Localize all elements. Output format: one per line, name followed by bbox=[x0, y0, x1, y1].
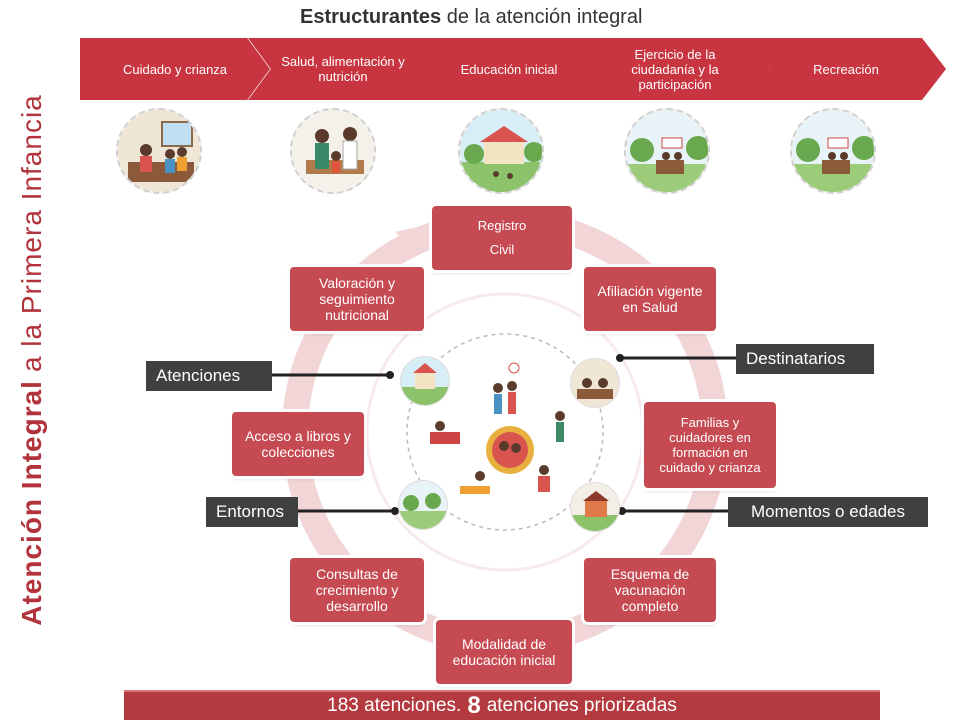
chevron-recreacion: Recreación bbox=[746, 38, 946, 100]
valoracion-label: Valoración y seguimiento nutricional bbox=[318, 275, 395, 323]
label-atenciones-text: Atenciones bbox=[156, 366, 241, 385]
acceso-label: Acceso a libros y colecciones bbox=[245, 428, 351, 460]
chevron-ciudadania: Ejercicio de la ciudadanía y la particip… bbox=[580, 38, 770, 100]
chevron-label: Cuidado y crianza bbox=[122, 61, 228, 77]
inner-illustration-entornos bbox=[398, 480, 448, 530]
illustration-educacion bbox=[458, 108, 544, 194]
label-momentos: Momentos o edades bbox=[728, 497, 928, 527]
label-destinatarios-text: Destinatarios bbox=[746, 349, 846, 368]
chevron-label: Salud, alimentación y nutrición bbox=[281, 54, 405, 84]
illustration-ciudadania bbox=[624, 108, 710, 194]
registro-line2: Civil bbox=[489, 242, 515, 257]
inner-illustration-momentos bbox=[570, 482, 620, 532]
chevron-educacion: Educación inicial bbox=[414, 38, 604, 100]
modalidad-label: Modalidad de educación inicial bbox=[452, 636, 556, 668]
top-title: Estructurantes de la atención integral bbox=[300, 6, 760, 29]
atencion-esquema: Esquema de vacunación completo bbox=[584, 558, 716, 622]
summary-part1: 183 atenciones. bbox=[327, 695, 462, 716]
atencion-familias: Familias y cuidadores en formación en cu… bbox=[644, 402, 776, 488]
label-entornos: Entornos bbox=[206, 497, 298, 527]
atencion-valoracion: Valoración y seguimiento nutricional bbox=[290, 267, 424, 331]
atencion-consultas: Consultas de crecimiento y desarrollo bbox=[290, 558, 424, 622]
esquema-label: Esquema de vacunación completo bbox=[610, 566, 690, 614]
inner-illustration-atenciones bbox=[400, 356, 450, 406]
illustration-recreacion bbox=[790, 108, 876, 194]
summary-part2: atenciones priorizadas bbox=[486, 695, 677, 716]
label-momentos-text: Momentos o edades bbox=[750, 502, 906, 521]
label-entornos-text: Entornos bbox=[216, 502, 285, 521]
summary-number: 8 bbox=[467, 692, 481, 719]
registro-line1: Registro bbox=[477, 218, 527, 233]
atencion-afiliacion: Afiliación vigente en Salud bbox=[584, 267, 716, 331]
familias-label: Familias y cuidadores en formación en cu… bbox=[659, 415, 761, 475]
atencion-modalidad: Modalidad de educación inicial bbox=[436, 620, 572, 684]
top-title-bold: Estructurantes bbox=[300, 6, 442, 28]
center-people-illustration bbox=[430, 362, 565, 494]
chevron-cuidado: Cuidado y crianza bbox=[80, 38, 270, 100]
bottom-summary-bar: 183 atenciones. 8 atenciones priorizadas bbox=[124, 690, 880, 720]
chevron-label: Ejercicio de la ciudadanía y la particip… bbox=[631, 46, 719, 92]
label-destinatarios: Destinatarios bbox=[736, 344, 874, 374]
inner-illustration-destinatarios bbox=[570, 358, 620, 408]
illustration-cuidado bbox=[116, 108, 202, 194]
atencion-registro-civil: Registro Civil bbox=[432, 206, 572, 270]
afiliacion-label: Afiliación vigente en Salud bbox=[597, 283, 703, 315]
chevron-salud: Salud, alimentación y nutrición bbox=[248, 38, 438, 100]
consultas-label: Consultas de crecimiento y desarrollo bbox=[315, 566, 399, 614]
chevron-label: Recreación bbox=[813, 61, 879, 77]
atencion-acceso: Acceso a libros y colecciones bbox=[232, 412, 364, 476]
illustration-salud bbox=[290, 108, 376, 194]
top-title-rest: de la atención integral bbox=[446, 6, 643, 28]
label-atenciones: Atenciones bbox=[146, 361, 272, 391]
chevron-label: Educación inicial bbox=[460, 61, 558, 77]
